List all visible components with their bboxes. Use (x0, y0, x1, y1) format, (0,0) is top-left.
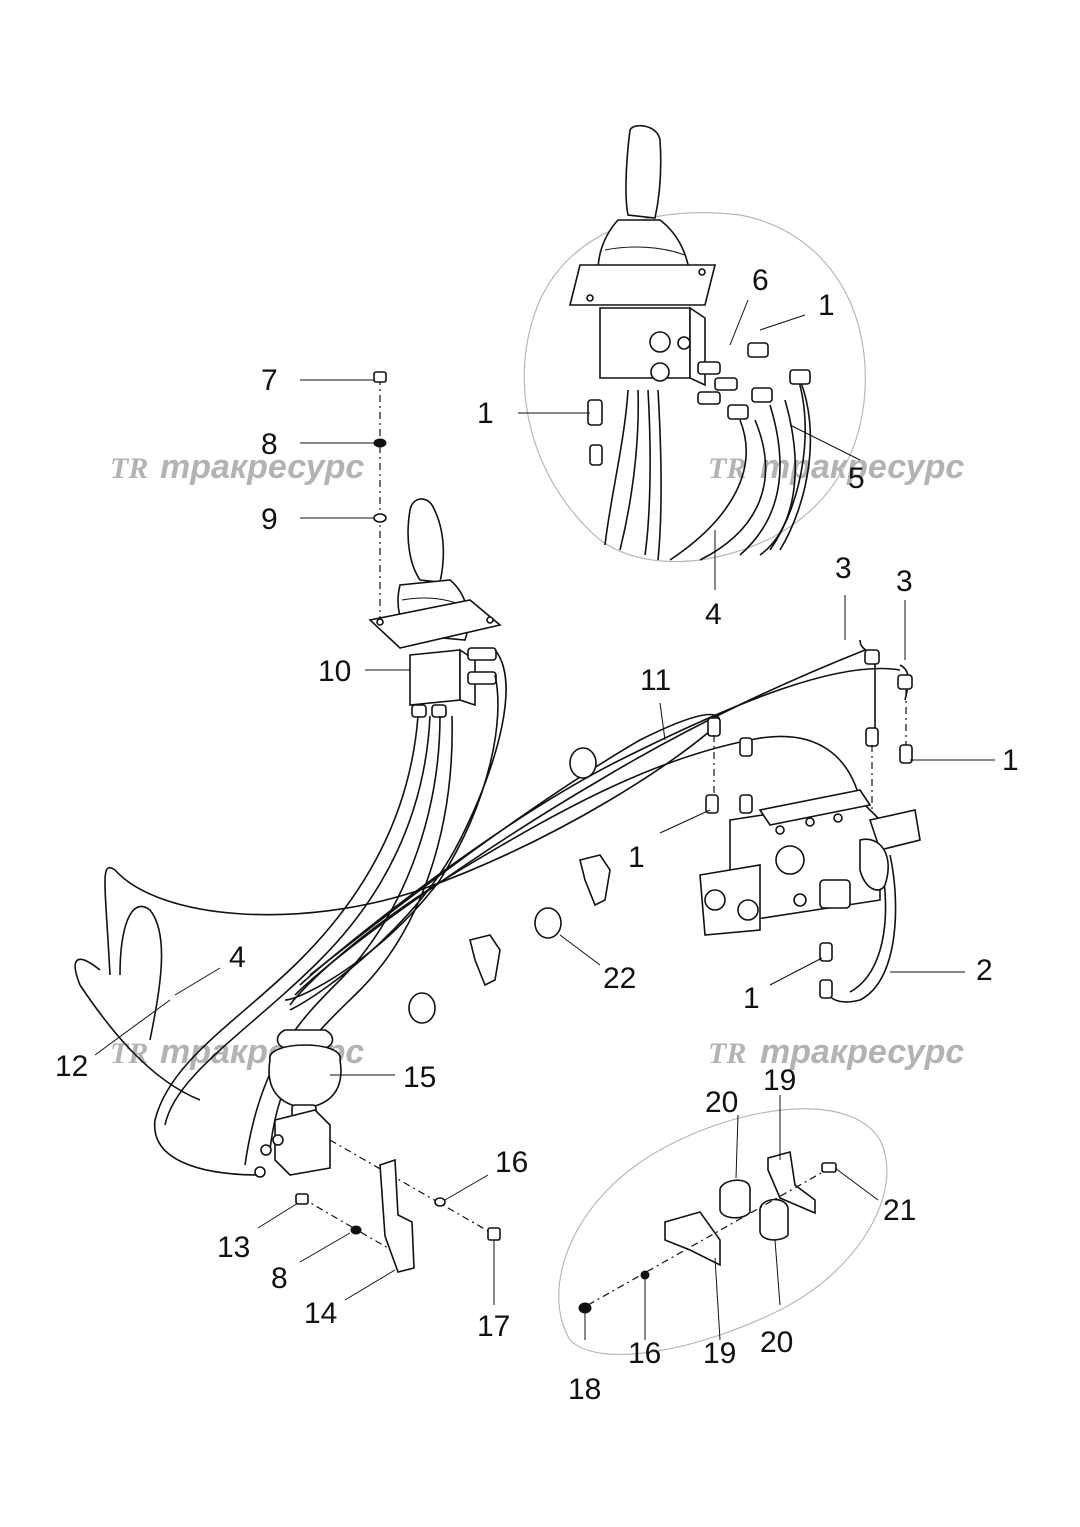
callout-10: 10 (318, 655, 351, 688)
callouts: 6 1 1 5 4 7 8 9 10 3 3 11 1 1 1 2 22 4 1… (55, 264, 1019, 1406)
callout-6: 6 (752, 264, 769, 297)
callout-21: 21 (883, 1194, 916, 1227)
detail-view-joystick (523, 124, 866, 563)
callout-1: 1 (818, 289, 835, 322)
hose-lines (74, 639, 910, 1176)
callout-11: 11 (640, 664, 671, 697)
watermark-logo: TR (708, 1037, 746, 1070)
washer-9 (373, 513, 387, 523)
callout-2: 2 (976, 954, 993, 987)
callout-13: 13 (217, 1231, 250, 1264)
callout-22: 22 (603, 962, 636, 995)
watermark-logo: TR (110, 452, 148, 485)
callout-19: 19 (703, 1337, 736, 1370)
watermark-text: тракресурс (760, 1033, 964, 1071)
watermark-logo: TR (110, 1037, 148, 1070)
callout-8: 8 (271, 1262, 288, 1295)
callout-16: 16 (628, 1337, 661, 1370)
control-valve (699, 789, 921, 936)
callout-18: 18 (568, 1373, 601, 1406)
callout-19: 19 (763, 1064, 796, 1097)
callout-4: 4 (705, 598, 722, 631)
callout-9: 9 (261, 503, 278, 536)
callout-15: 15 (403, 1061, 436, 1094)
callout-3: 3 (835, 552, 852, 585)
callout-1: 1 (743, 982, 760, 1015)
callout-3: 3 (896, 565, 913, 598)
watermark-logo: TR (708, 452, 746, 485)
accumulator (254, 1029, 342, 1178)
callout-1: 1 (477, 397, 494, 430)
callout-7: 7 (261, 364, 278, 397)
callout-8: 8 (261, 428, 278, 461)
callout-20: 20 (760, 1326, 793, 1359)
washer-8 (373, 438, 387, 448)
fittings (705, 649, 913, 999)
watermark-bottom-right: TR тракресурс (708, 1033, 964, 1071)
detail-view-clamp (558, 1108, 888, 1355)
callout-17: 17 (477, 1310, 510, 1343)
bracket-assembly (295, 1139, 501, 1273)
callout-5: 5 (848, 462, 865, 495)
joystick-assembly (368, 371, 502, 718)
loose-parts (408, 747, 611, 1024)
watermark-top-left: TR тракресурс (110, 448, 364, 486)
watermark-text: тракресурс (160, 448, 364, 486)
callout-14: 14 (304, 1297, 337, 1330)
bolt-7 (373, 371, 387, 383)
callout-12: 12 (55, 1050, 88, 1083)
leader-lines (94, 299, 995, 1341)
callout-20: 20 (705, 1086, 738, 1119)
callout-16: 16 (495, 1146, 528, 1179)
callout-1: 1 (628, 841, 645, 874)
callout-4: 4 (229, 941, 246, 974)
callout-1: 1 (1002, 744, 1019, 777)
